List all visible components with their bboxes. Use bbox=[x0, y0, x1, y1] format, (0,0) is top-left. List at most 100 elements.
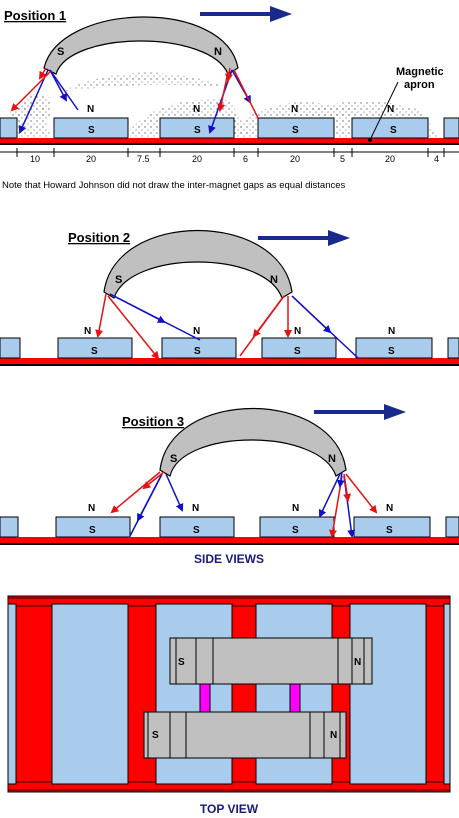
magnet-pole-n: N bbox=[386, 503, 393, 514]
magnet-pole-n: N bbox=[193, 104, 200, 115]
apron-label-line-1: Magnetic bbox=[396, 66, 444, 78]
magnet-pole-n: N bbox=[291, 104, 298, 115]
magnet-pole-s: S bbox=[194, 125, 201, 136]
magnet-pole-n: N bbox=[84, 326, 91, 337]
top-armature-pole-s: S bbox=[178, 657, 185, 668]
rail-magnet bbox=[159, 516, 235, 538]
top-view-label: TOP VIEW bbox=[200, 802, 259, 816]
top-armature-pole-s: S bbox=[152, 730, 159, 741]
magnet-pole-n: N bbox=[387, 104, 394, 115]
magnet-pole-s: S bbox=[194, 346, 201, 357]
magnet-pole-s: S bbox=[388, 346, 395, 357]
rail-magnet-top bbox=[51, 603, 129, 785]
magnet-pole-n: N bbox=[388, 326, 395, 337]
rail-magnets bbox=[0, 337, 459, 359]
rail-magnet bbox=[353, 516, 431, 538]
dim-label: 20 bbox=[290, 154, 300, 164]
rail-base bbox=[0, 543, 459, 545]
apron-leader-line bbox=[369, 81, 399, 141]
dim-label: 5 bbox=[340, 154, 345, 164]
rail-magnet-top bbox=[443, 603, 451, 785]
armature-pole-n: N bbox=[214, 46, 222, 58]
magnet-pole-s: S bbox=[390, 125, 397, 136]
curved-armature bbox=[159, 408, 347, 477]
rail-magnet bbox=[161, 337, 237, 359]
magnet-pole-n: N bbox=[87, 104, 94, 115]
magnet-pole-n: N bbox=[193, 326, 200, 337]
side-views-label: SIDE VIEWS bbox=[194, 552, 264, 566]
dim-label: 10 bbox=[30, 154, 40, 164]
dim-label: 20 bbox=[192, 154, 202, 164]
dim-label: 20 bbox=[86, 154, 96, 164]
spacer bbox=[199, 681, 211, 715]
apron-leader-dot bbox=[368, 138, 372, 142]
position-2-view: Position 2 S N N S N S N S N S bbox=[0, 230, 459, 366]
position-1-title: Position 1 bbox=[4, 8, 66, 23]
rail-magnet bbox=[443, 117, 459, 139]
rail-magnet bbox=[447, 337, 459, 359]
magnet-pole-s: S bbox=[88, 125, 95, 136]
rail-magnet-top bbox=[7, 603, 17, 785]
dim-label: 6 bbox=[243, 154, 248, 164]
magnet-pole-n: N bbox=[192, 503, 199, 514]
rail-magnet bbox=[53, 117, 129, 139]
magnet-pole-s: S bbox=[89, 525, 96, 536]
armature-pole-s: S bbox=[57, 46, 64, 58]
position-1-view: Position 1 S N N S N S N bbox=[0, 6, 459, 191]
magnet-pole-s: S bbox=[294, 346, 301, 357]
dimension-line: 10 20 7.5 20 6 20 5 20 4 bbox=[0, 148, 459, 164]
apron-label-line-2: apron bbox=[404, 79, 435, 91]
dim-label: 20 bbox=[385, 154, 395, 164]
dim-label: 7.5 bbox=[137, 154, 150, 164]
rail-magnet bbox=[445, 516, 459, 538]
rail-magnet bbox=[257, 117, 335, 139]
spacer bbox=[289, 681, 301, 715]
rail-base bbox=[0, 143, 459, 145]
top-armature-pole-n: N bbox=[330, 730, 337, 741]
rail-magnet bbox=[0, 516, 19, 538]
top-view: S N S N bbox=[7, 595, 451, 793]
magnet-pole-n: N bbox=[294, 326, 301, 337]
rail-magnet bbox=[261, 337, 337, 359]
magnet-pole-s: S bbox=[91, 346, 98, 357]
armature-pole-n: N bbox=[270, 274, 278, 286]
direction-arrow bbox=[200, 6, 292, 22]
magnetic-apron-strip bbox=[0, 138, 459, 143]
rail-magnet bbox=[351, 117, 429, 139]
force-vectors bbox=[110, 471, 378, 538]
position-3-view: Position 3 S N N S N S N S N S bbox=[0, 404, 459, 545]
rail-magnet-top bbox=[349, 603, 427, 785]
magnet-pole-n: N bbox=[88, 503, 95, 514]
rail-magnet bbox=[355, 337, 433, 359]
magnetic-apron-strip bbox=[0, 537, 459, 543]
position-2-title: Position 2 bbox=[68, 230, 130, 245]
magnet-pole-s: S bbox=[292, 525, 299, 536]
armature-pole-s: S bbox=[115, 274, 122, 286]
rail-base bbox=[0, 364, 459, 366]
armature-pole-n: N bbox=[328, 453, 336, 465]
armature-pole-s: S bbox=[170, 453, 177, 465]
magnet-pole-s: S bbox=[292, 125, 299, 136]
magnet-pole-s: S bbox=[193, 525, 200, 536]
magnet-pole-s: S bbox=[386, 525, 393, 536]
force-vectors bbox=[10, 67, 259, 134]
curved-armature bbox=[43, 16, 239, 75]
position-3-title: Position 3 bbox=[122, 414, 184, 429]
top-view-magnets bbox=[7, 603, 451, 785]
magnetic-apron-strip bbox=[0, 358, 459, 364]
rail-magnets bbox=[0, 516, 459, 538]
rail-magnet bbox=[0, 117, 18, 139]
magnet-pole-n: N bbox=[292, 503, 299, 514]
rail-magnet bbox=[0, 337, 21, 359]
rail-magnet bbox=[57, 337, 133, 359]
curved-armature bbox=[103, 230, 293, 299]
top-armature-pole-n: N bbox=[354, 657, 361, 668]
direction-arrow bbox=[314, 404, 406, 420]
armature-top-upper bbox=[169, 637, 373, 685]
gap-note: Note that Howard Johnson did not draw th… bbox=[2, 180, 346, 191]
armature-top-lower bbox=[143, 711, 347, 759]
rail-magnet bbox=[55, 516, 131, 538]
force-vectors bbox=[95, 293, 359, 360]
direction-arrow bbox=[258, 230, 350, 246]
